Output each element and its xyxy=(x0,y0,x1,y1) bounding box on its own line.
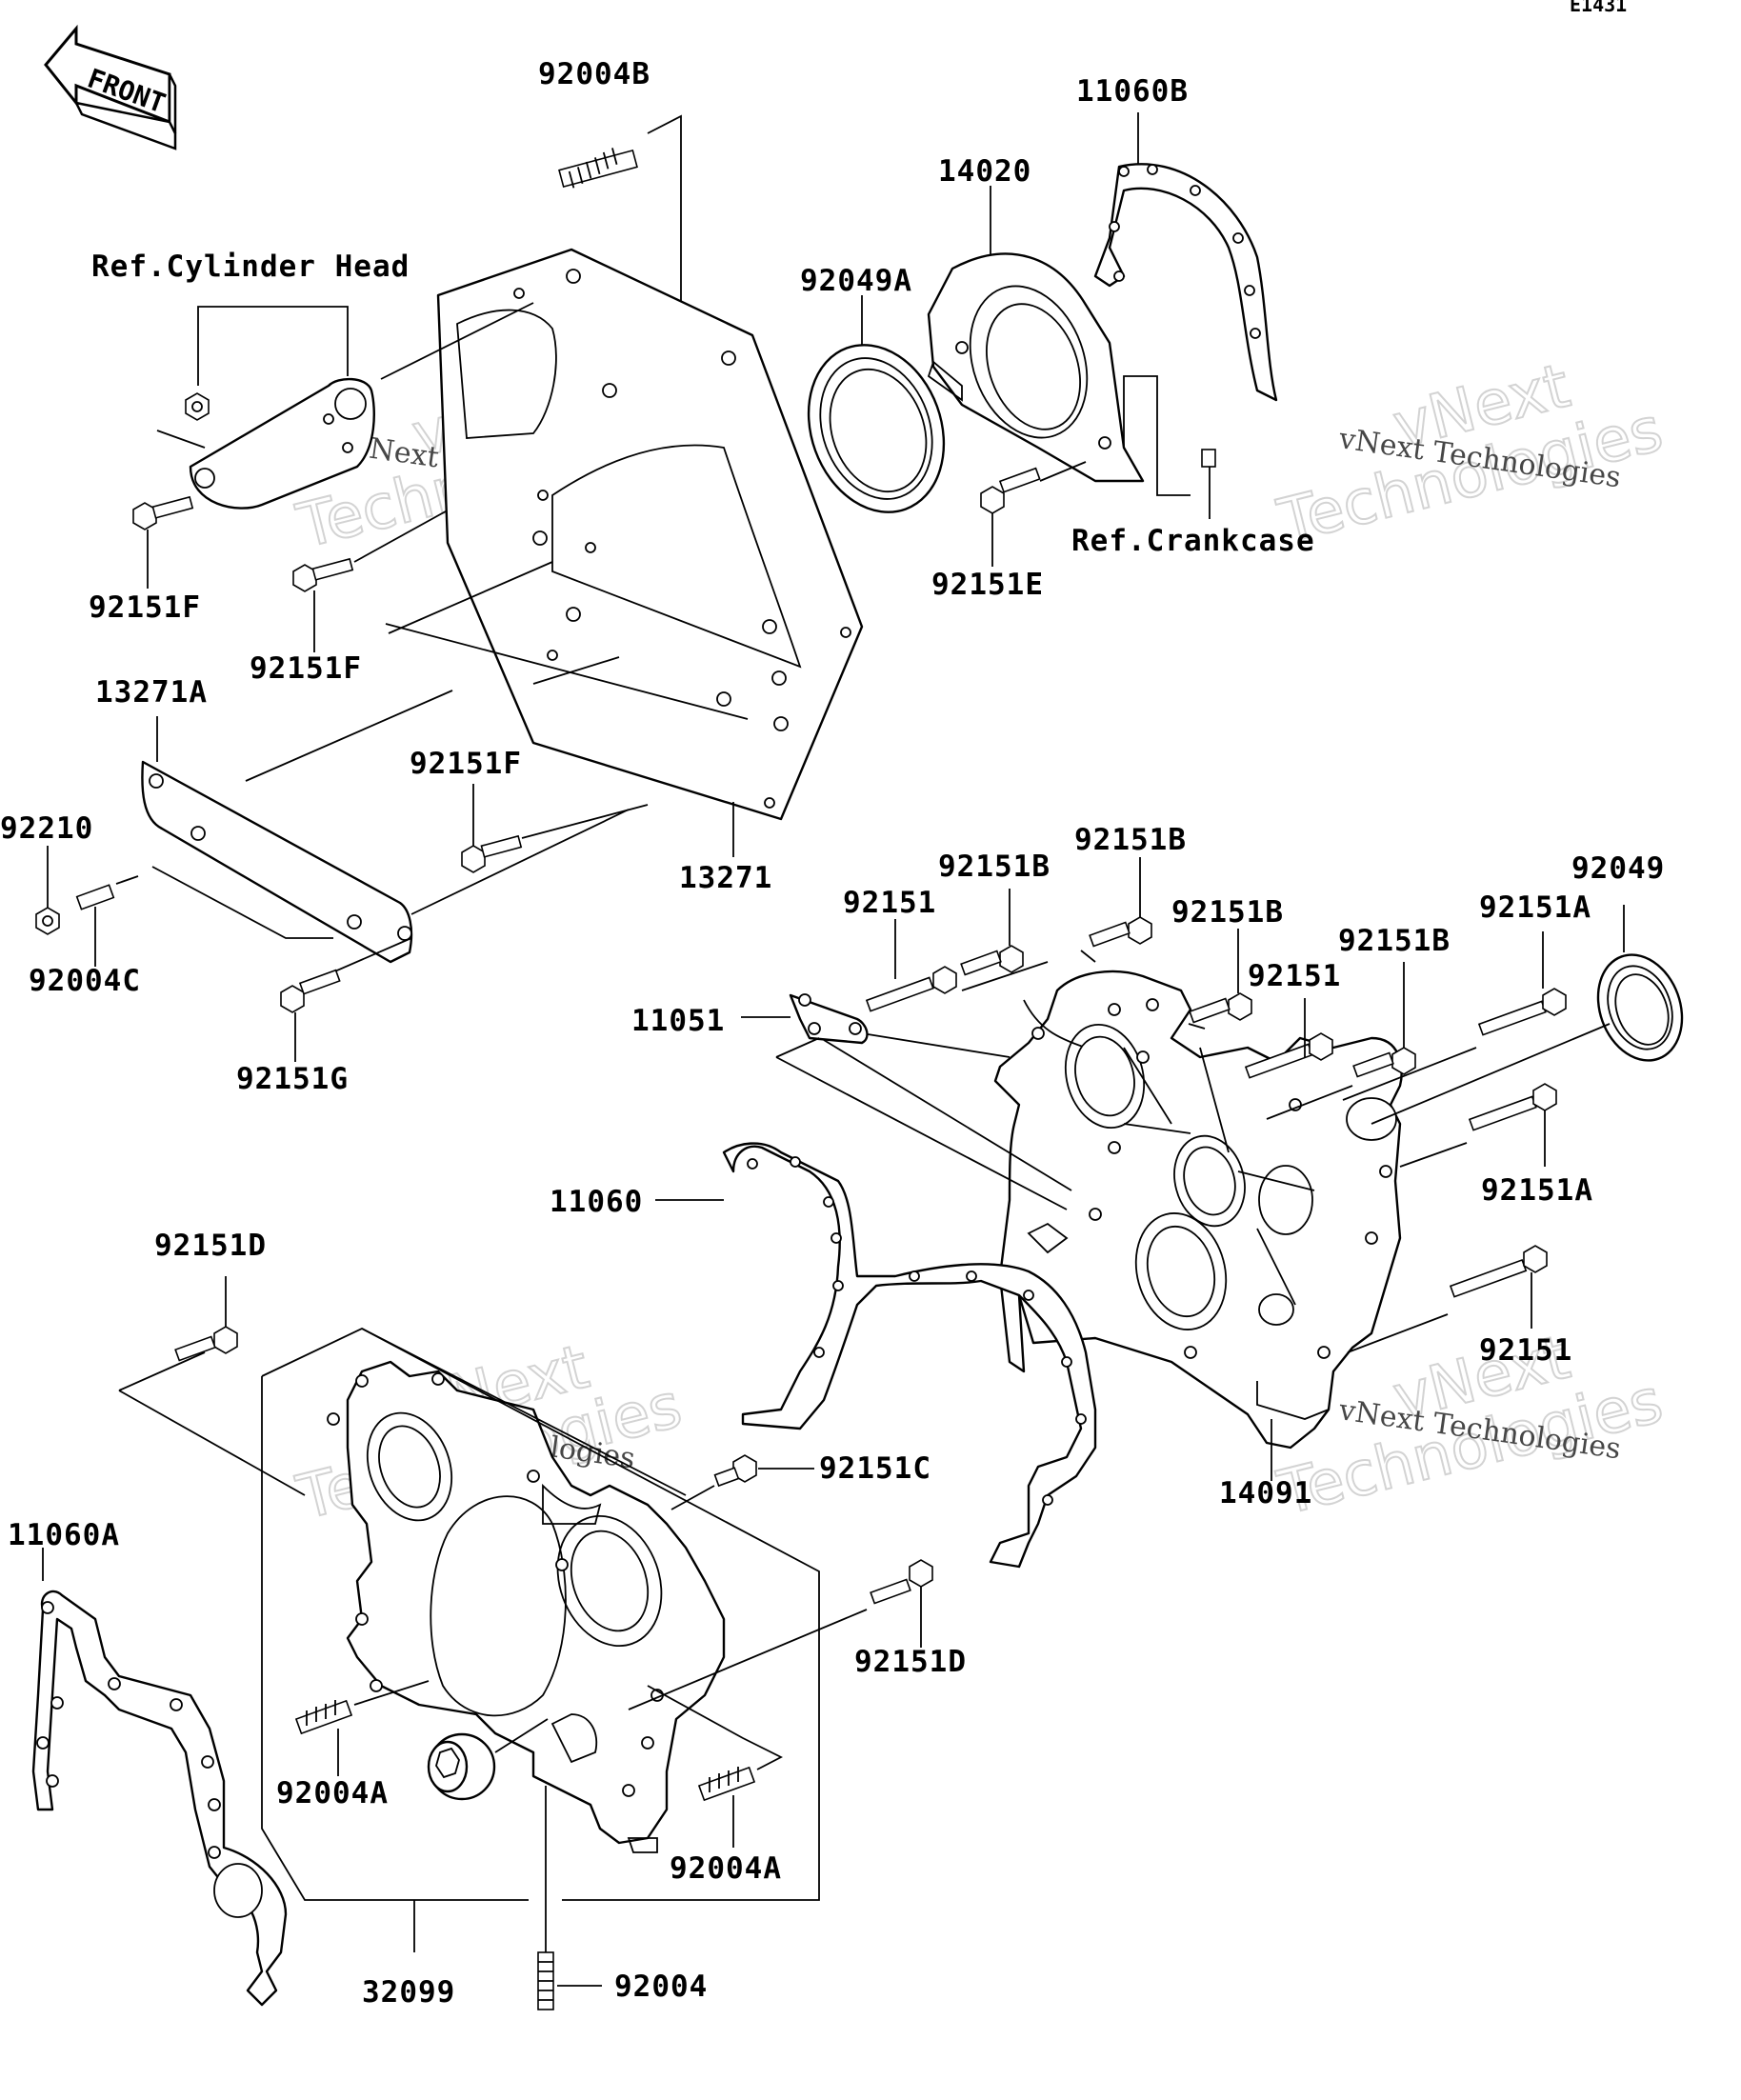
oil-seal-92049 xyxy=(1596,953,1684,1062)
label-92151b-c: 92151B xyxy=(1171,895,1284,930)
bolt-92151a-a-icon xyxy=(1477,988,1567,1036)
crankcase-cover-14091-detail xyxy=(1023,998,1397,1420)
label-92004a-a: 92004A xyxy=(276,1776,389,1810)
dowel-pin-icon xyxy=(1201,449,1216,468)
label-92151a-b: 92151A xyxy=(1481,1173,1593,1208)
front-arrow-icon: FRONT xyxy=(44,24,177,150)
label-11060b: 11060B xyxy=(1076,74,1189,109)
label-92049a: 92049A xyxy=(800,264,912,298)
bolt-92151d-b-icon xyxy=(870,1559,933,1605)
bolt-92151a-b-icon xyxy=(1468,1083,1557,1131)
label-92151-c: 92151 xyxy=(1479,1333,1572,1368)
bolt-92151f-a-icon xyxy=(132,495,194,530)
label-92151f-c: 92151F xyxy=(410,747,522,781)
label-92004: 92004 xyxy=(614,1970,708,2004)
diagram-code: E1431 xyxy=(1570,0,1627,16)
label-11060: 11060 xyxy=(550,1185,643,1219)
stud-92004a-b-icon xyxy=(697,1766,756,1802)
label-92004a-b: 92004A xyxy=(670,1851,782,1886)
label-13271a: 13271A xyxy=(95,675,208,710)
label-14091: 14091 xyxy=(1219,1476,1312,1510)
label-ref-cylinder-head: Ref.Cylinder Head xyxy=(91,250,410,284)
bolt-92151b-b-icon xyxy=(1089,916,1152,948)
bolt-92151g-icon xyxy=(280,969,341,1013)
label-92151d-a: 92151D xyxy=(154,1229,267,1263)
bracket-13271a xyxy=(141,760,413,964)
label-92151d-b: 92151D xyxy=(854,1645,967,1679)
bolt-92151-c-icon xyxy=(1449,1245,1548,1298)
label-92151f-b: 92151F xyxy=(250,651,362,686)
front-cover-32099 xyxy=(327,1360,726,1853)
label-92151b-b: 92151B xyxy=(938,850,1051,884)
leader-ref-cyl xyxy=(197,306,349,386)
bolt-92151c-icon xyxy=(713,1454,757,1488)
label-92151b-a: 92151B xyxy=(1074,823,1187,857)
gasket-plate-13271 xyxy=(436,248,864,821)
label-92151b-d: 92151B xyxy=(1338,924,1451,958)
stud-92004-icon xyxy=(537,1951,554,2010)
nut-92210-icon xyxy=(35,907,60,935)
seal-housing-14020 xyxy=(927,252,1145,483)
oil-pump-rotor-icon xyxy=(427,1732,496,1801)
label-32099: 32099 xyxy=(362,1975,455,2010)
label-92151g: 92151G xyxy=(236,1062,349,1096)
label-92151a-a: 92151A xyxy=(1479,890,1591,925)
label-92049: 92049 xyxy=(1571,851,1665,886)
label-11060a: 11060A xyxy=(8,1518,120,1552)
label-92004c: 92004C xyxy=(29,964,141,998)
label-92151c: 92151C xyxy=(819,1451,931,1486)
stud-92004c-icon xyxy=(75,884,115,910)
bolt-92151-b-icon xyxy=(1244,1032,1333,1079)
label-92004b: 92004B xyxy=(538,57,650,91)
label-92210: 92210 xyxy=(0,811,93,846)
label-92151e: 92151E xyxy=(931,568,1044,602)
plate-11051 xyxy=(789,993,869,1045)
gasket-11060b xyxy=(1093,163,1278,402)
label-92151f-a: 92151F xyxy=(89,590,201,625)
label-13271: 13271 xyxy=(679,861,772,895)
frame-32099 xyxy=(261,1327,820,1901)
watermark-2: vNext Technologies vNext Technologies xyxy=(1271,350,1671,558)
bolt-92151b-a-icon xyxy=(960,945,1024,976)
label-92151-b: 92151 xyxy=(1248,959,1341,993)
bolt-92151f-b-icon xyxy=(292,557,354,592)
oil-seal-92049a xyxy=(807,344,946,513)
bolt-92151d-a-icon xyxy=(174,1326,238,1362)
bolt-92151b-c-icon xyxy=(1189,992,1252,1024)
label-ref-crankcase: Ref.Crankcase xyxy=(1071,524,1315,558)
bolt-92151e-icon xyxy=(980,467,1041,514)
stud-92004b-icon xyxy=(558,148,638,189)
cylinder-head-bracket xyxy=(189,377,375,510)
bolt-92151f-c-icon xyxy=(461,834,523,873)
gasket-11060a xyxy=(31,1590,288,2007)
label-11051: 11051 xyxy=(631,1004,725,1038)
label-92151-a: 92151 xyxy=(843,886,936,920)
nut-icon xyxy=(185,392,210,421)
bolt-92151-a-icon xyxy=(865,966,957,1012)
gasket-11060 xyxy=(722,1142,1097,1569)
bolt-92151b-d-icon xyxy=(1352,1047,1416,1078)
label-14020: 14020 xyxy=(938,154,1031,189)
stud-92004a-a-icon xyxy=(294,1699,353,1735)
